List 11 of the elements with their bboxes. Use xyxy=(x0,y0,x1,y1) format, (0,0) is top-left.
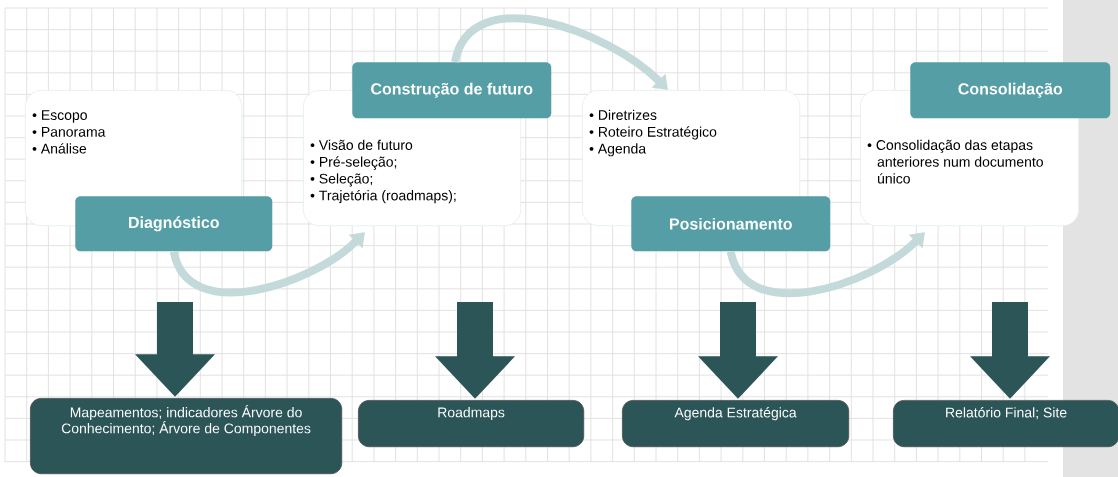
result-box: Mapeamentos; indicadores Árvore do Conhecimento; Árvore de Componentes xyxy=(30,398,343,475)
stage-title-box: Consolidação xyxy=(910,62,1111,119)
stage-title-box: Construção de futuro xyxy=(352,62,552,119)
arrow xyxy=(727,232,925,298)
arrow xyxy=(451,14,668,90)
result-box: Agenda Estratégica xyxy=(622,400,850,448)
result-box: Relatório Final; Site xyxy=(893,400,1118,448)
stage-title-box: Diagnóstico xyxy=(75,196,273,252)
arrow xyxy=(170,232,365,297)
stage-title-box: Posicionamento xyxy=(631,196,831,252)
result-box: Roadmaps xyxy=(358,400,585,448)
